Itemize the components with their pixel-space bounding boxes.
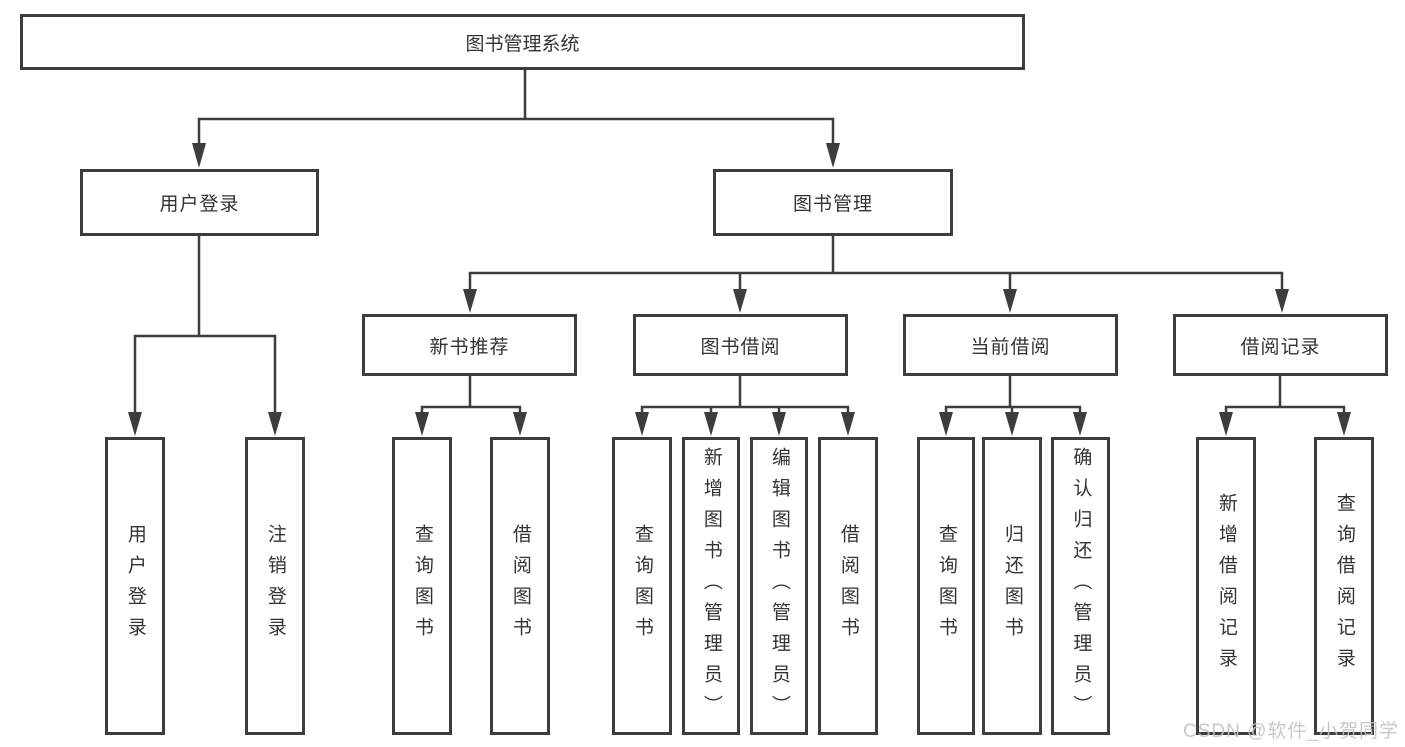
leaf-label: 借阅图书 [837, 524, 859, 648]
node-borrowing-records: 借阅记录 [1173, 314, 1388, 376]
leaf-return-books: 归还图书 [982, 437, 1042, 735]
node-new-book-recommend: 新书推荐 [362, 314, 577, 376]
node-user-login: 用户登录 [80, 169, 319, 236]
leaf-label: 编辑图书（管理员） [768, 446, 790, 726]
leaf-label: 借阅图书 [509, 524, 531, 648]
watermark-text: CSDN @软件_小贺同学 [1183, 721, 1399, 742]
leaf-label: 查询图书 [935, 524, 957, 648]
leaf-confirm-return-admin: 确认归还（管理员） [1051, 437, 1110, 735]
leaf-label: 新增借阅记录 [1215, 493, 1237, 679]
node-library-system: 图书管理系统 [20, 14, 1025, 70]
leaf-add-books-admin: 新增图书（管理员） [682, 437, 740, 735]
node-book-management: 图书管理 [713, 169, 953, 236]
leaf-borrow-books-borrowing: 借阅图书 [818, 437, 878, 735]
leaf-query-books-current: 查询图书 [917, 437, 975, 735]
leaf-label: 查询图书 [631, 524, 653, 648]
leaf-edit-books-admin: 编辑图书（管理员） [750, 437, 808, 735]
leaf-label: 用户登录 [124, 524, 146, 648]
leaf-label: 注销登录 [264, 524, 286, 648]
leaf-logout: 注销登录 [245, 437, 305, 735]
leaf-label: 确认归还（管理员） [1070, 446, 1092, 726]
leaf-query-borrow-record: 查询借阅记录 [1314, 437, 1374, 735]
leaf-borrow-books-recommend: 借阅图书 [490, 437, 550, 735]
leaf-label: 归还图书 [1001, 524, 1023, 648]
leaf-label: 新增图书（管理员） [700, 446, 722, 726]
leaf-label: 查询图书 [411, 524, 433, 648]
leaf-add-borrow-record: 新增借阅记录 [1196, 437, 1256, 735]
node-book-borrowing: 图书借阅 [633, 314, 848, 376]
node-current-borrowing: 当前借阅 [903, 314, 1118, 376]
leaf-query-books-recommend: 查询图书 [392, 437, 452, 735]
leaf-label: 查询借阅记录 [1333, 493, 1355, 679]
leaf-query-books-borrowing: 查询图书 [612, 437, 672, 735]
leaf-user-login: 用户登录 [105, 437, 165, 735]
